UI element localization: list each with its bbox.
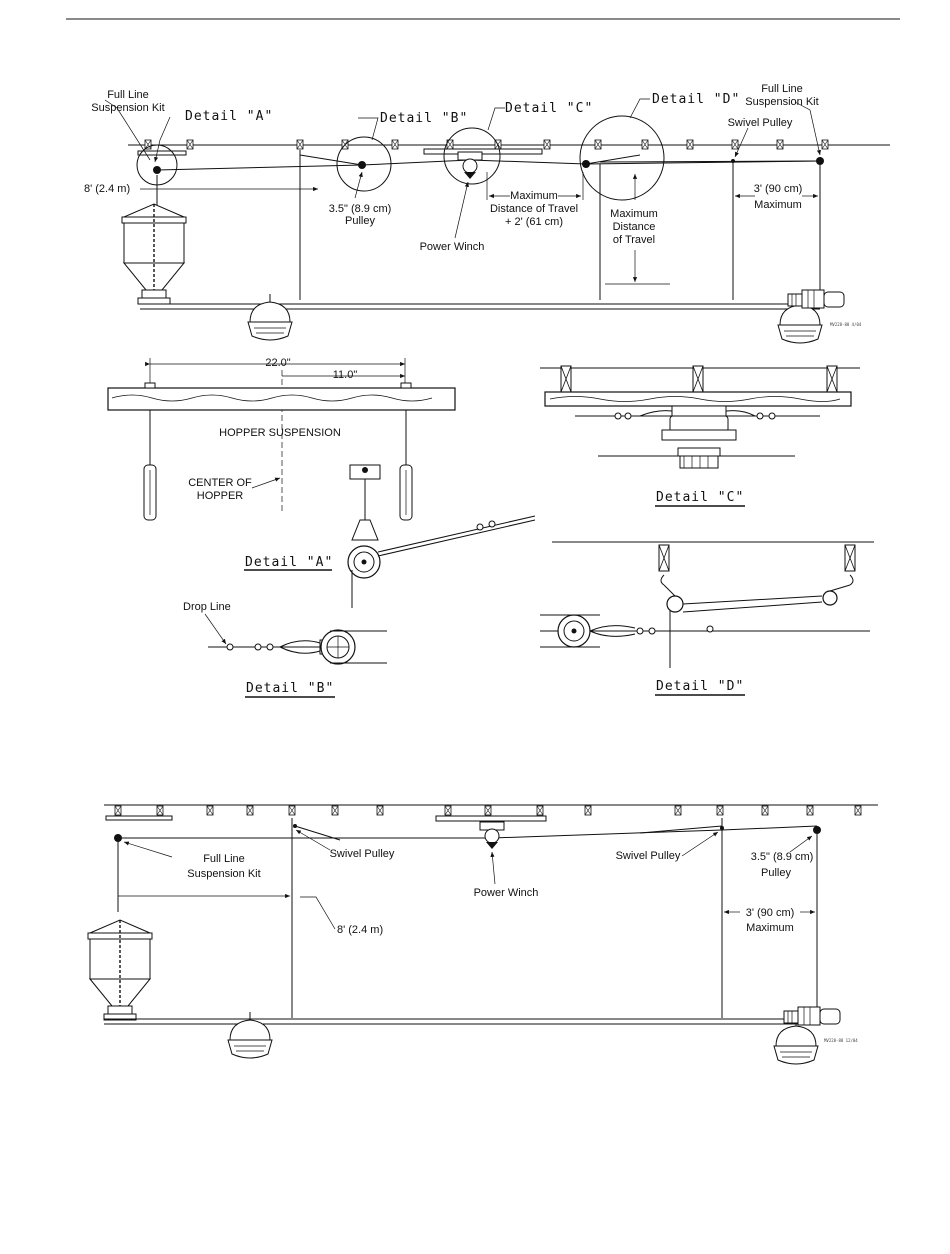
hopper-icon [87,919,153,1021]
pulley-size-label: 3.5" (8.9 cm) [751,851,814,863]
hopper-icon [121,203,187,305]
power-winch-icon [479,821,505,850]
svg-text:of Travel: of Travel [613,234,655,246]
dim-11-label: 11.0" [333,369,358,381]
detail-b-view: Drop Line Detail "B" [183,601,387,698]
drop-line-label: Drop Line [183,601,231,613]
pulley-size-label: 3.5" (8.9 cm) [329,203,392,215]
detail-a-view: 22.0" 11.0" HOPPER SUSPENSION CENTER OF … [107,357,536,608]
detail-a-title: Detail "A" [245,555,333,570]
drive-motor-icon [783,1006,841,1026]
svg-text:Full Line: Full Line [107,89,149,101]
feed-pan-icon [247,293,293,341]
top-overview-diagram: Full Line Suspension Kit Detail "A" Deta… [84,83,890,344]
detail-b-callout: Detail "B" [380,111,468,126]
power-winch-label: Power Winch [420,241,485,253]
swivel-pulley-label: Swivel Pulley [728,117,793,129]
detail-d-title: Detail "D" [656,679,744,694]
full-line-kit-label: Full Line [203,853,245,865]
svg-text:Suspension Kit: Suspension Kit [745,96,818,108]
dim-8ft-label: 8' (2.4 m) [337,924,383,936]
detail-c-title: Detail "C" [656,490,744,505]
detail-a-callout: Detail "A" [185,109,273,124]
svg-text:Pulley: Pulley [761,867,791,879]
max-travel-label: Maximum [610,208,658,220]
detail-c-view: Detail "C" [540,365,860,507]
bottom-overview-diagram: Full Line Suspension Kit Swivel Pulley S… [87,804,878,1065]
center-of-hopper-label: CENTER OF [188,477,252,489]
max-travel-plus-label: Maximum [510,190,558,202]
svg-text:Maximum: Maximum [754,199,802,211]
detail-c-callout: Detail "C" [505,101,593,116]
drive-motor-icon [787,289,845,309]
hopper-suspension-label: HOPPER SUSPENSION [219,427,341,439]
detail-d-callout: Detail "D" [652,92,740,107]
drawing-stamp: MV228-88 12/04 [824,1038,858,1043]
svg-text:Pulley: Pulley [345,215,375,227]
swivel-pulley-left-label: Swivel Pulley [330,848,395,860]
dim-22-label: 22.0" [265,357,290,369]
power-winch-label: Power Winch [474,887,539,899]
detail-d-view: Detail "D" [540,541,874,696]
swivel-pulley-right-label: Swivel Pulley [616,850,681,862]
svg-text:Distance of Travel: Distance of Travel [490,203,578,215]
svg-text:+ 2' (61 cm): + 2' (61 cm) [505,216,563,228]
dim-3ft-label: 3' (90 cm) [746,907,795,919]
full-line-kit-right-label: Full Line [761,83,803,95]
svg-text:Distance: Distance [613,221,656,233]
svg-text:Suspension Kit: Suspension Kit [91,102,164,114]
wood-beam [107,387,456,411]
ceiling-hangers [114,805,862,816]
dim-8ft-label: 8' (2.4 m) [84,183,130,195]
svg-text:HOPPER: HOPPER [197,490,244,502]
detail-b-title: Detail "B" [246,681,334,696]
power-winch-icon [457,151,483,180]
drawing-stamp: MV228-88 4/04 [830,322,862,327]
svg-text:Maximum: Maximum [746,922,794,934]
svg-text:Suspension Kit: Suspension Kit [187,868,260,880]
dim-3ft-label: 3' (90 cm) [754,183,803,195]
full-line-kit-left-label: Full Line [107,89,149,101]
